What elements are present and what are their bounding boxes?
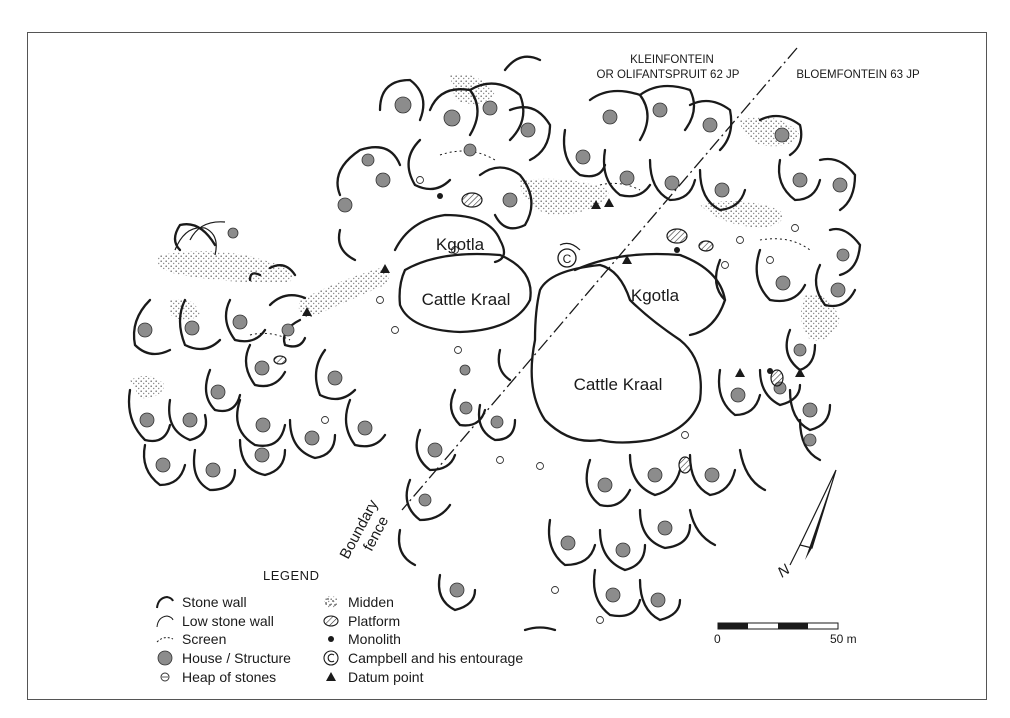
midden <box>130 376 165 399</box>
monolith-icon <box>328 636 334 642</box>
legend-item-screen: Screen <box>154 629 226 649</box>
monoliths <box>437 193 773 374</box>
stone-wall-icon <box>156 595 174 609</box>
cattle-kraal-east-wall <box>530 263 702 444</box>
legend-item-low-stone-wall: Low stone wall <box>154 611 274 631</box>
house-structure-icon <box>157 650 173 666</box>
screens <box>249 150 811 341</box>
svg-text:0: 0 <box>714 632 721 646</box>
map-frame <box>27 32 987 700</box>
midden-icon <box>324 596 338 608</box>
svg-text:C: C <box>563 252 572 266</box>
legend-title: LEGEND <box>263 568 320 583</box>
midden <box>740 117 800 147</box>
kgotla-west-label: Kgotla <box>436 235 485 254</box>
legend-item-campbell: Campbell and his entourage <box>320 648 523 668</box>
north-arrow-icon: N <box>775 469 837 581</box>
kgotla-east-wall <box>573 252 727 337</box>
datum-point-icon <box>326 672 336 681</box>
boundary-fence-line <box>401 47 798 511</box>
midden <box>520 178 610 215</box>
kgotla-east-label: Kgotla <box>631 286 680 305</box>
legend-item-heap-of-stones: Heap of stones <box>154 667 276 687</box>
property-west-line2: OR OLIFANTSPRUIT 62 JP <box>597 69 740 81</box>
legend-item-platform: Platform <box>320 611 400 631</box>
heap-of-stones-icon <box>160 672 170 682</box>
legend-item-monolith: Monolith <box>320 629 401 649</box>
property-east-label: BLOEMFONTEIN 63 JP <box>796 69 920 81</box>
midden <box>700 201 783 228</box>
cattle-kraal-east-label: Cattle Kraal <box>574 375 663 394</box>
cattle-kraal-west-label: Cattle Kraal <box>422 290 511 309</box>
legend-item-stone-wall: Stone wall <box>154 592 247 612</box>
kgotla-west-wall <box>393 213 506 264</box>
midden <box>298 268 389 318</box>
datum-points <box>302 198 805 377</box>
stone-walls <box>127 55 862 632</box>
platforms <box>273 192 784 474</box>
platform-icon <box>323 615 339 627</box>
low-stone-wall-icon <box>156 615 174 628</box>
midden <box>170 299 200 320</box>
property-west-line1: KLEINFONTEIN <box>630 54 714 66</box>
cattle-kraal-west-wall <box>398 252 532 334</box>
screen-icon <box>156 637 174 643</box>
scale-bar: 0 50 m <box>714 622 857 646</box>
middens <box>130 74 840 399</box>
boundary-fence-label: Boundary fence <box>337 497 393 562</box>
midden <box>801 294 840 341</box>
low-stone-walls <box>174 221 581 256</box>
svg-text:50 m: 50 m <box>830 632 857 646</box>
campbell-icon <box>323 650 339 666</box>
legend-item-midden: Midden <box>320 592 394 612</box>
heaps-of-stones <box>321 176 799 624</box>
legend-item-datum-point: Datum point <box>320 667 423 687</box>
houses <box>137 96 850 608</box>
legend-item-house-structure: House / Structure <box>154 648 291 668</box>
campbell-marker: C <box>557 248 577 268</box>
